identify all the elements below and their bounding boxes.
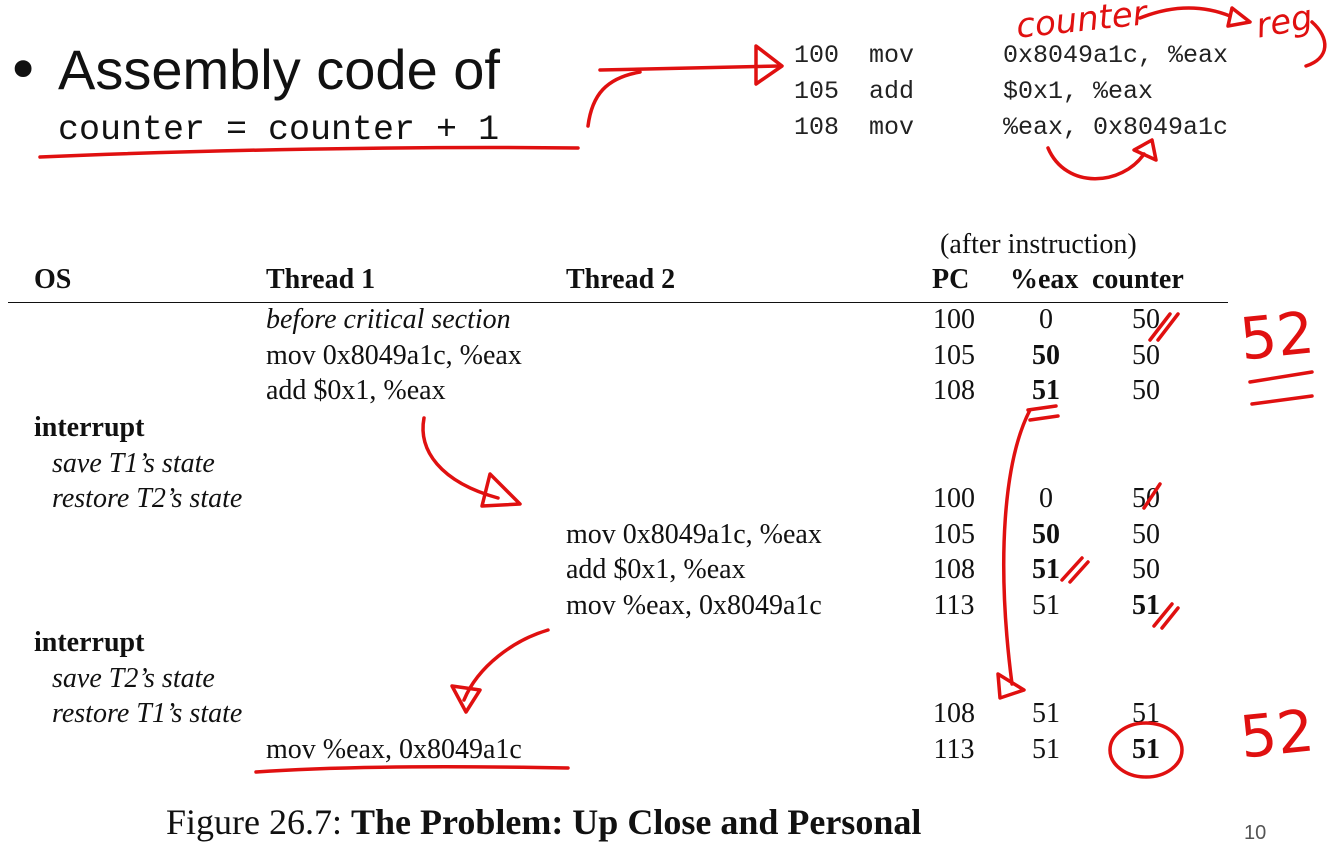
- counter-cell: 50: [1132, 483, 1160, 514]
- asm-line-2: 105 add $0x1, %eax: [794, 74, 1153, 110]
- eax-cell: 51: [1032, 734, 1060, 765]
- counter-to-reg-arrow: [1138, 6, 1232, 20]
- counter-cell: 50: [1132, 554, 1160, 585]
- bullet-point: •: [6, 36, 41, 104]
- eax-carryover-arrowhead: [996, 672, 1026, 700]
- asm-operands: 0x8049a1c, %eax: [1003, 41, 1229, 70]
- eax-cell: 50: [1032, 519, 1060, 550]
- interrupt-arrow-1: [421, 416, 500, 500]
- caption-title: The Problem: Up Close and Personal: [351, 802, 922, 842]
- counter-cell: 50: [1132, 340, 1160, 371]
- eax-cell: 51: [1032, 698, 1060, 729]
- eax-cell: 51: [1032, 375, 1060, 406]
- pc-cell: 100: [933, 304, 975, 335]
- os-cell: restore T1’s state: [52, 698, 243, 729]
- arrow-to-assembly-curve: [586, 70, 642, 128]
- os-cell: save T1’s state: [52, 448, 215, 479]
- annotation-52-top: 52: [1236, 298, 1318, 374]
- caption-prefix: Figure 26.7:: [166, 802, 351, 842]
- pc-cell: 108: [933, 698, 975, 729]
- counter-cell: 51: [1132, 590, 1160, 621]
- interrupt-arrow-2-head: [450, 684, 482, 714]
- pc-cell: 113: [933, 734, 975, 765]
- figure-caption: Figure 26.7: The Problem: Up Close and P…: [166, 800, 921, 844]
- asm-address: 108: [794, 113, 840, 142]
- t1-cell: mov %eax, 0x8049a1c: [266, 734, 522, 765]
- t1-cell: mov 0x8049a1c, %eax: [266, 340, 522, 371]
- pc-cell: 108: [933, 554, 975, 585]
- eax-to-mem-arrow: [1046, 146, 1146, 181]
- header-rule: [8, 302, 1228, 303]
- counter-cell: 50: [1132, 304, 1160, 335]
- header-counter: counter: [1092, 264, 1184, 295]
- header-pc: PC: [932, 264, 970, 295]
- eax-cell: 51: [1032, 554, 1060, 585]
- t2-cell: add $0x1, %eax: [566, 554, 746, 585]
- eax-cell: 51: [1032, 590, 1060, 621]
- page-number: 10: [1244, 822, 1267, 844]
- asm-opcode: mov: [869, 113, 915, 142]
- pc-cell: 113: [933, 590, 975, 621]
- asm-address: 105: [794, 77, 840, 106]
- asm-line-1: 100 mov 0x8049a1c, %eax: [794, 38, 1228, 74]
- eax-cell: 50: [1032, 340, 1060, 371]
- counter-cell: 51: [1132, 734, 1160, 765]
- counter-cell: 50: [1132, 519, 1160, 550]
- header-thread-2: Thread 2: [566, 264, 676, 295]
- asm-operands: $0x1, %eax: [1003, 77, 1154, 106]
- interrupt-arrow-2: [462, 628, 550, 702]
- os-cell: interrupt: [34, 627, 145, 658]
- eax-cell: 0: [1039, 483, 1053, 514]
- os-cell: save T2’s state: [52, 663, 215, 694]
- counter-to-reg-arrowhead: [1226, 6, 1252, 28]
- pc-cell: 108: [933, 375, 975, 406]
- t1-cell: add $0x1, %eax: [266, 375, 446, 406]
- underline-52-top-2: [1250, 394, 1314, 406]
- t2-cell: mov %eax, 0x8049a1c: [566, 590, 822, 621]
- os-cell: interrupt: [34, 412, 145, 443]
- t2-cell: mov 0x8049a1c, %eax: [566, 519, 822, 550]
- code-expression: counter = counter + 1: [58, 110, 500, 150]
- counter-cell: 51: [1132, 698, 1160, 729]
- eax-cell: 0: [1039, 304, 1053, 335]
- arrow-to-assembly-head: [754, 44, 784, 86]
- t1-cell: before critical section: [266, 304, 511, 335]
- annotation-52-bottom: 52: [1236, 696, 1318, 772]
- interrupt-arrow-1-head: [480, 472, 522, 508]
- asm-operands: %eax, 0x8049a1c: [1003, 113, 1229, 142]
- pc-cell: 105: [933, 340, 975, 371]
- annotation-reg: reg: [1252, 0, 1316, 47]
- asm-opcode: mov: [869, 41, 915, 70]
- asm-opcode: add: [869, 77, 915, 106]
- header-os: OS: [34, 264, 72, 295]
- arrow-to-assembly: [598, 64, 782, 72]
- header-thread-1: Thread 1: [266, 264, 376, 295]
- asm-address: 100: [794, 41, 840, 70]
- counter-cell: 50: [1132, 375, 1160, 406]
- underline-52-top-1: [1248, 370, 1314, 384]
- pc-cell: 105: [933, 519, 975, 550]
- after-instruction-label: (after instruction): [940, 229, 1137, 260]
- os-cell: restore T2’s state: [52, 483, 243, 514]
- header-eax: %eax: [1010, 264, 1079, 295]
- pc-cell: 100: [933, 483, 975, 514]
- asm-line-3: 108 mov %eax, 0x8049a1c: [794, 110, 1228, 146]
- slide-heading: Assembly code of: [58, 38, 500, 101]
